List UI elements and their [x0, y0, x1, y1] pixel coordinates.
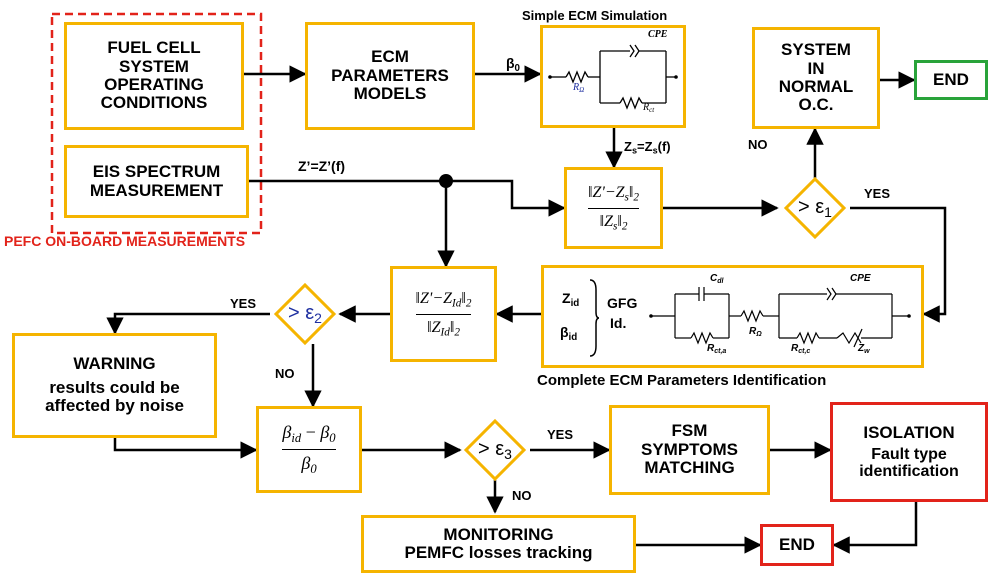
fsm-matching-box: FSM SYMPTOMS MATCHING	[609, 405, 770, 495]
simple-ecm-box: CPE RΩ Rct	[540, 25, 686, 128]
eis-measurement-box: EIS SPECTRUM MEASUREMENT	[64, 145, 249, 218]
complete-ecm-box: Zid βid GFG Id.	[541, 265, 924, 368]
gfg-label-2: Id.	[610, 315, 627, 331]
r-omega-label: RΩ	[573, 82, 585, 95]
fuel-cell-operating-conditions-box: FUEL CELL SYSTEM OPERATING CONDITIONS	[64, 22, 244, 130]
fc-line-2: SYSTEM	[119, 56, 189, 76]
arrow-isolation-to-end	[832, 502, 918, 554]
romega-resistor	[740, 309, 764, 323]
dec3-yes-label: YES	[547, 427, 574, 442]
end-bottom-box: END	[760, 524, 834, 566]
romega-complete-label: RΩ	[749, 326, 762, 339]
eis-line-2: MEASUREMENT	[89, 180, 224, 200]
complete-ecm-caption: Complete ECM Parameters Identification	[537, 372, 827, 389]
arrow-dec2-yes	[106, 312, 270, 335]
ecm-parameters-models-box: ECM PARAMETERS MODELS	[305, 22, 475, 130]
cpe-symbol-simple	[629, 44, 640, 58]
cpe-label-complete: CPE	[850, 273, 871, 284]
isolation-box: ISOLATION Fault type identification	[830, 402, 988, 502]
fc-line-3: OPERATING	[104, 75, 204, 94]
ecm-line-2: PARAMETERS	[331, 65, 449, 85]
z-id-label: Zid	[562, 290, 580, 309]
decision-eps2-label: > ε2	[288, 302, 322, 327]
decision-eps3-label: > ε3	[478, 438, 512, 463]
junction-dot	[439, 174, 453, 188]
cpe-symbol-complete	[826, 287, 837, 301]
rcta-label: Rct,a	[707, 343, 727, 356]
onboard-region	[50, 12, 263, 235]
onboard-label: PEFC ON-BOARD MEASUREMENTS	[4, 233, 246, 249]
cdl-label: Cdl	[710, 273, 724, 286]
warburg-element	[836, 331, 862, 345]
zw-label: Zw	[858, 343, 870, 356]
dec1-no-label: NO	[748, 137, 768, 152]
r-omega-resistor	[565, 70, 589, 84]
relative-error-simple-fraction: ‖Z'−Zs‖2 ‖Zs‖2	[588, 184, 639, 232]
monitoring-box: MONITORING PEMFC losses tracking	[361, 515, 636, 573]
arrow-dec1-yes	[850, 206, 947, 323]
eis-line-1: EIS SPECTRUM	[92, 162, 221, 182]
ecm-line-3: MODELS	[353, 84, 427, 104]
relative-error-simple-box: ‖Z'−Zs‖2 ‖Zs‖2	[564, 167, 663, 249]
ecm-line-1: ECM	[371, 47, 409, 67]
gfg-label-1: GFG	[607, 295, 638, 311]
end-top-box: END	[914, 60, 988, 100]
dec1-yes-label: YES	[864, 186, 891, 201]
beta-id-label: βid	[560, 324, 578, 343]
relative-error-id-fraction: ‖Z'−ZId‖2 ‖ZId‖2	[415, 290, 472, 338]
warning-box: WARNING results could be affected by noi…	[12, 333, 217, 438]
system-normal-box: SYSTEM IN NORMAL O.C.	[752, 27, 880, 129]
dec3-no-label: NO	[512, 488, 532, 503]
cpe-label-simple: CPE	[648, 29, 668, 40]
fc-line-4: CONDITIONS	[100, 93, 208, 113]
beta-ratio-box: βid − β0 β0	[256, 406, 362, 493]
r-ct-label: Rct	[643, 102, 655, 115]
brace-icon	[589, 279, 600, 357]
beta0-label: β0	[506, 55, 520, 74]
dec2-no-label: NO	[275, 366, 295, 381]
simple-ecm-circuit	[548, 44, 678, 110]
simple-ecm-title: Simple ECM Simulation	[522, 8, 668, 23]
arrow-warning-to-ratio	[113, 438, 258, 459]
complete-ecm-circuit	[649, 287, 911, 348]
zprime-label: Z’=Z’(f)	[298, 158, 346, 174]
dec2-yes-label: YES	[230, 296, 257, 311]
rcta-resistor	[690, 331, 714, 345]
rctc-label: Rct,c	[791, 343, 811, 356]
arrow-eis-to-norm	[249, 179, 566, 217]
zs-label: Zs=Zs(f)	[624, 139, 671, 156]
r-ct-resistor	[619, 96, 643, 110]
fc-line-1: FUEL CELL	[107, 38, 201, 58]
relative-error-id-box: ‖Z'−ZId‖2 ‖ZId‖2	[390, 266, 497, 362]
beta-ratio-fraction: βid − β0 β0	[282, 421, 336, 476]
rctc-resistor	[796, 331, 820, 345]
decision-eps1-label: > ε1	[798, 196, 832, 221]
